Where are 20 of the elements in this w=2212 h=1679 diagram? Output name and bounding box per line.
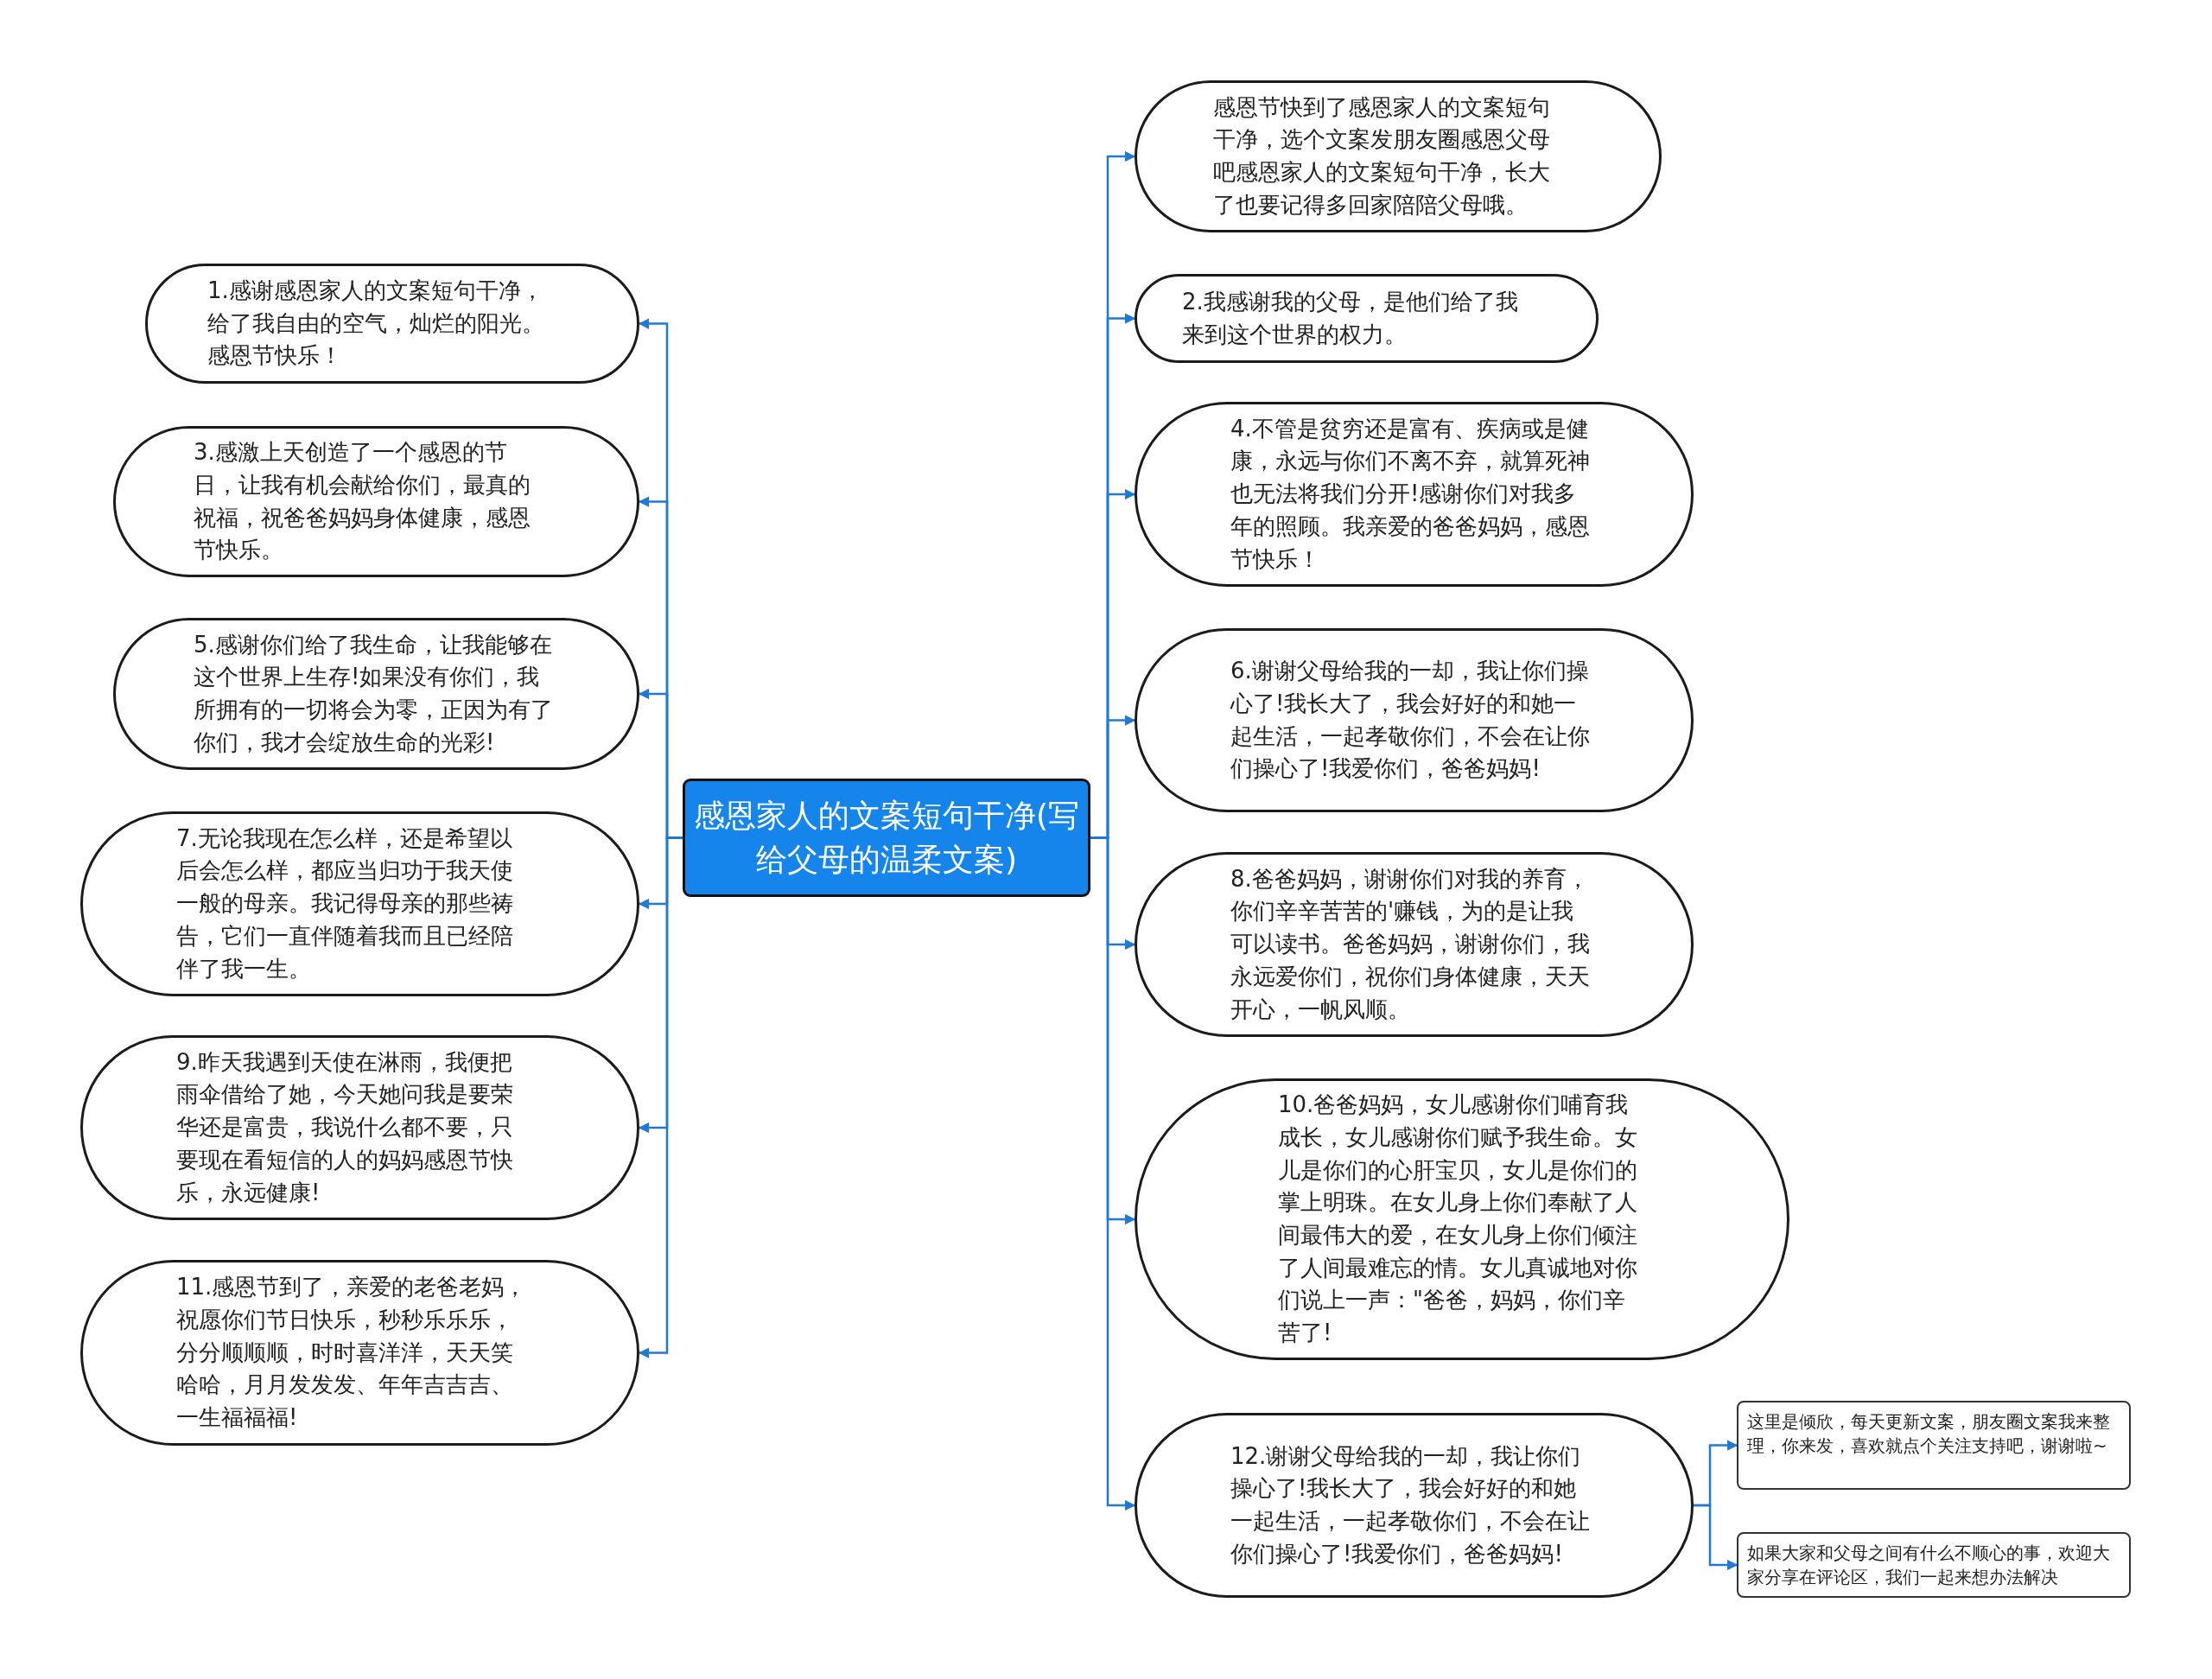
bubble-text: 9.昨天我遇到天使在淋雨，我便把雨伞借给了她，今天她问我是要荣华还是富贵，我说什么都不要，只要现在看短信的人的妈妈感恩节快乐，永远健康! [176, 1047, 514, 1207]
note-text: 这里是倾欣，每天更新文案，朋友圈文案我来整理，你来发，喜欢就点个关注支持吧，谢谢啦~ [1747, 1410, 2111, 1458]
note-box [1737, 1401, 2131, 1490]
bubble-text: 8.爸爸妈妈，谢谢你们对我的养育，你们辛辛苦苦的'赚钱，为的是让我可以读书。爸爸妈妈，谢谢你们，我永远爱你们，祝你们身体健康，天天开心，一帆风顺。 [1230, 864, 1590, 1024]
bubble-text: 7.无论我现在怎么样，还是希望以后会怎么样，都应当归功于我天使一般的母亲。我记得母亲的那些祷告，它们一直伴随着我而且已经陪伴了我一生。 [176, 824, 514, 983]
note-box [1737, 1532, 2131, 1598]
bubble-text: 10.爸爸妈妈，女儿感谢你们哺育我成长，女儿感谢你们赋予我生命。女儿是你们的心肝宝贝，女儿是你们的掌上明珠。在女儿身上你们奉献了人间最伟大的爱，在女儿身上你们倾注了人间最难忘的情。女儿真诚地对你们说上一声："爸爸，妈妈，你们辛苦了! [1278, 1091, 1638, 1348]
bubble-text: 5.感谢你们给了我生命，让我能够在这个世界上生存!如果没有你们，我所拥有的一切将会为零，正因为有了你们，我才会绽放生命的光彩! [194, 630, 553, 757]
bubble-text: 11.感恩节到了，亲爱的老爸老妈，祝愿你们节日快乐，秒秒乐乐乐，分分顺顺顺，时时喜洋洋，天天笑哈哈，月月发发发、年年吉吉吉、一生福福福! [176, 1273, 527, 1433]
note-text: 如果大家和父母之间有什么不顺心的事，欢迎大家分享在评论区，我们一起来想办法解决 [1747, 1542, 2111, 1589]
bubble-text: 6.谢谢父母给我的一却，我让你们操心了!我长大了，我会好好的和她一起生活，一起孝敬你们，不会在让你们操心了!我爱你们，爸爸妈妈! [1230, 657, 1590, 784]
bubble-text: 12.谢谢父母给我的一却，我让你们操心了!我长大了，我会好好的和她一起生活，一起孝敬你们，不会在让你们操心了!我爱你们，爸爸妈妈! [1230, 1441, 1590, 1568]
central-topic-text: 感恩家人的文案短句干净(写给父母的温柔文案) [692, 797, 1080, 879]
bubble-text: 4.不管是贫穷还是富有、疾病或是健康，永远与你们不离不弃，就算死神也无法将我们分开!感谢你们对我多年的照顾。我亲爱的爸爸妈妈，感恩节快乐！ [1230, 414, 1590, 574]
connector-arrow [1694, 1504, 1738, 1571]
bubble-text: 感恩节快到了感恩家人的文案短句干净，选个文案发朋友圈感恩父母吧感恩家人的文案短句干净，长大了也要记得多回家陪陪父母哦。 [1213, 92, 1551, 219]
bubble-text: 1.感谢感恩家人的文案短句干净，给了我自由的空气，灿烂的阳光。感恩节快乐！ [207, 276, 545, 371]
bubble-text: 3.感激上天创造了一个感恩的节日，让我有机会献给你们，最真的祝福，祝爸爸妈妈身体健康，感恩节快乐。 [194, 438, 531, 565]
central-topic-box [683, 779, 1090, 897]
bubble-text: 2.我感谢我的父母，是他们给了我来到这个世界的权力。 [1182, 287, 1519, 349]
